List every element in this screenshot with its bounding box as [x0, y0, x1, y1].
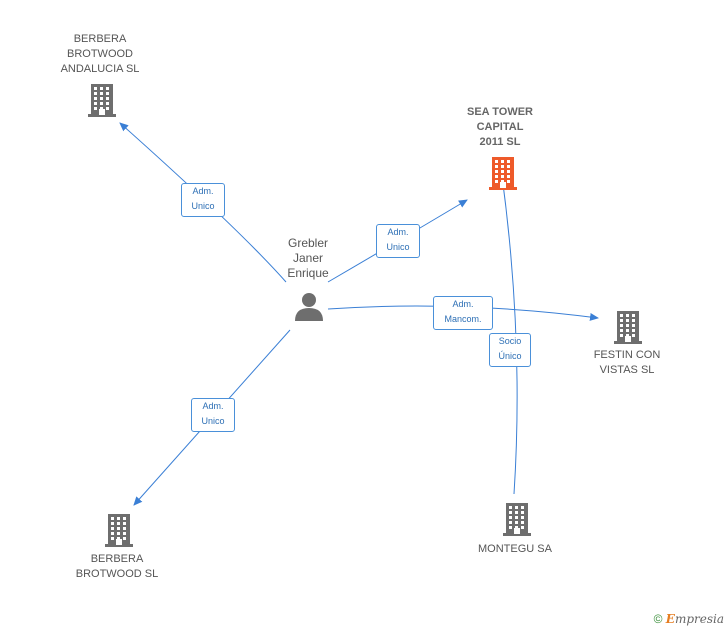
footer-brand: © Empresia: [654, 612, 724, 626]
building-icon-berbera-andalucia[interactable]: [88, 84, 116, 117]
building-icon-festin[interactable]: [614, 311, 642, 344]
building-icon-montegu[interactable]: [503, 503, 531, 536]
company-name-sea-tower[interactable]: SEA TOWER CAPITAL 2011 SL: [466, 106, 533, 148]
building-icon-berbera-brotwood[interactable]: [105, 514, 133, 547]
relation-label-berbera-andalucia: Adm. Unico: [181, 183, 225, 217]
person-name[interactable]: Grebler Janer Enrique: [287, 236, 329, 280]
brand-logo: Empresia: [665, 612, 724, 626]
company-name-montegu[interactable]: MONTEGU SA: [478, 543, 552, 555]
relation-label-festin: Adm. Mancom.: [433, 296, 493, 330]
company-name-berbera-brotwood[interactable]: BERBERA BROTWOOD SL: [75, 553, 159, 580]
relation-label-berbera-brotwood: Adm. Unico: [191, 398, 235, 432]
company-name-berbera-andalucia[interactable]: BERBERA BROTWOOD ANDALUCIA SL: [60, 33, 140, 75]
person-icon[interactable]: [295, 293, 323, 321]
relation-label-sea-tower: Adm. Unico: [376, 224, 420, 258]
relation-label-montegu: Socio Único: [489, 333, 531, 367]
copyright-symbol: ©: [653, 612, 663, 626]
building-icon-sea-tower[interactable]: [489, 157, 517, 190]
company-name-festin[interactable]: FESTIN CON VISTAS SL: [593, 349, 661, 376]
